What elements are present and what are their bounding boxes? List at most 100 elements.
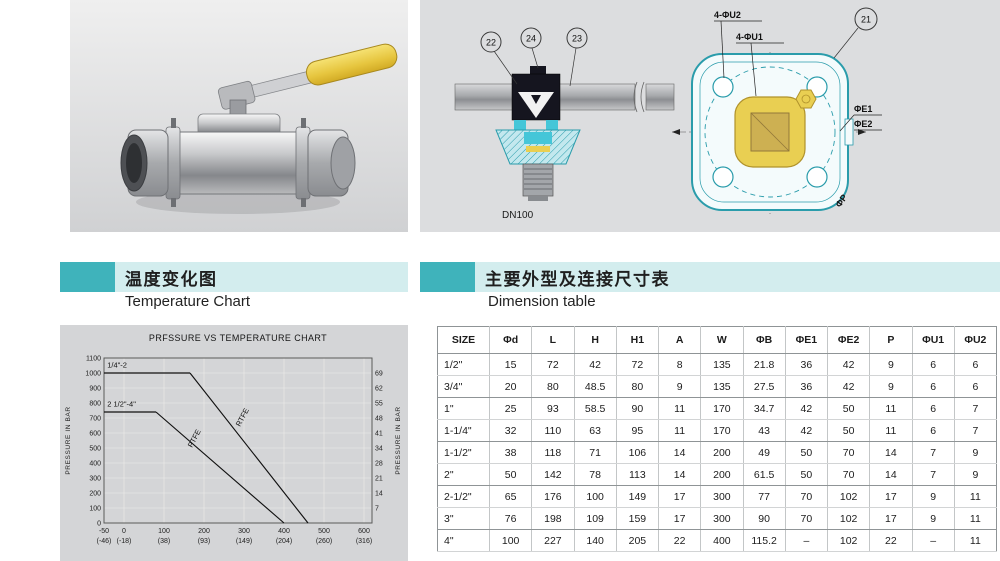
value-cell: 21.8 bbox=[743, 353, 786, 376]
column-header: W bbox=[700, 326, 744, 354]
value-cell: 9 bbox=[912, 507, 955, 530]
column-header: ΦB bbox=[743, 326, 786, 354]
value-cell: 70 bbox=[785, 485, 829, 508]
value-cell: 135 bbox=[700, 375, 744, 398]
value-cell: 58.5 bbox=[574, 397, 617, 420]
value-cell: 9 bbox=[954, 463, 997, 486]
dimension-title-en: Dimension table bbox=[488, 293, 596, 310]
value-cell: 115.2 bbox=[743, 529, 786, 552]
value-cell: 14 bbox=[869, 441, 913, 464]
value-cell: 15 bbox=[489, 353, 533, 376]
value-cell: 109 bbox=[574, 507, 617, 530]
column-header: Φd bbox=[489, 326, 533, 354]
size-cell: 2-1/2" bbox=[437, 485, 490, 508]
value-cell: – bbox=[912, 529, 955, 552]
bolt-hole bbox=[712, 166, 734, 188]
value-cell: 43 bbox=[743, 419, 786, 442]
arrowhead-icon bbox=[858, 129, 866, 135]
y-tick-right: 14 bbox=[375, 491, 383, 498]
value-cell: 400 bbox=[700, 529, 744, 552]
value-cell: 113 bbox=[616, 463, 660, 486]
value-cell: 100 bbox=[489, 529, 533, 552]
value-cell: 80 bbox=[616, 375, 660, 398]
balloon-icon bbox=[480, 31, 502, 53]
x-tick-celsius: (-46) bbox=[97, 538, 112, 545]
series-line bbox=[189, 372, 309, 524]
y-tick-left: 800 bbox=[89, 401, 101, 408]
y-axis-label-left: PRESSURE IN BAR bbox=[65, 406, 72, 474]
svg-text:ΦE2: ΦE2 bbox=[854, 119, 872, 129]
x-tick-celsius: (149) bbox=[236, 538, 252, 545]
svg-text:ΦE1: ΦE1 bbox=[854, 104, 872, 114]
value-cell: 102 bbox=[827, 485, 871, 508]
value-cell: 14 bbox=[658, 441, 702, 464]
column-header: ΦU1 bbox=[912, 326, 955, 354]
value-cell: 300 bbox=[700, 485, 744, 508]
bolt-hole bbox=[712, 76, 734, 98]
value-cell: 70 bbox=[785, 507, 829, 530]
size-cell: 3" bbox=[437, 507, 490, 530]
balloon-icon bbox=[566, 27, 588, 49]
value-cell: 170 bbox=[700, 397, 744, 420]
value-cell: 42 bbox=[574, 353, 617, 376]
value-cell: 93 bbox=[531, 397, 575, 420]
svg-text:4-ΦU2: 4-ΦU2 bbox=[714, 10, 741, 20]
value-cell: 198 bbox=[531, 507, 575, 530]
y-tick-right: 28 bbox=[375, 461, 383, 468]
value-cell: 176 bbox=[531, 485, 575, 508]
side-tab bbox=[844, 118, 854, 146]
column-header: ΦE1 bbox=[785, 326, 829, 354]
size-cell: 3/4" bbox=[437, 375, 490, 398]
value-cell: 70 bbox=[827, 441, 871, 464]
temperature-section-header: 温度变化图 bbox=[60, 262, 408, 292]
x-tick: 500 bbox=[318, 528, 330, 535]
value-cell: 34.7 bbox=[743, 397, 786, 420]
y-tick-left: 500 bbox=[89, 446, 101, 453]
value-cell: 6 bbox=[954, 353, 997, 376]
value-cell: 17 bbox=[658, 507, 702, 530]
y-tick-right: 62 bbox=[375, 386, 383, 393]
value-cell: 200 bbox=[700, 463, 744, 486]
y-tick-left: 600 bbox=[89, 431, 101, 438]
value-cell: 72 bbox=[531, 353, 575, 376]
x-tick: 300 bbox=[238, 528, 250, 535]
value-cell: – bbox=[785, 529, 829, 552]
value-cell: 38 bbox=[489, 441, 533, 464]
x-tick: 200 bbox=[198, 528, 210, 535]
callout-21-number: 21 bbox=[861, 15, 871, 25]
dn100-label: DN100 bbox=[502, 210, 534, 221]
value-cell: 90 bbox=[743, 507, 786, 530]
value-cell: 102 bbox=[827, 529, 871, 552]
column-header: H1 bbox=[616, 326, 660, 354]
value-cell: 42 bbox=[827, 353, 871, 376]
series-line bbox=[155, 411, 285, 524]
value-cell: 11 bbox=[869, 397, 913, 420]
value-cell: 17 bbox=[658, 485, 702, 508]
y-tick-left: 200 bbox=[89, 491, 101, 498]
value-cell: 6 bbox=[912, 419, 955, 442]
value-cell: 205 bbox=[616, 529, 660, 552]
callout-24-number: 24 bbox=[526, 34, 536, 44]
value-cell: 200 bbox=[700, 441, 744, 464]
x-tick: 0 bbox=[122, 528, 126, 535]
y-tick-left: 1100 bbox=[86, 356, 101, 363]
column-header: L bbox=[531, 326, 575, 354]
value-cell: 102 bbox=[827, 507, 871, 530]
x-tick: 400 bbox=[278, 528, 290, 535]
value-cell: 36 bbox=[785, 353, 829, 376]
value-cell: 100 bbox=[574, 485, 617, 508]
handle-grip bbox=[305, 43, 398, 86]
size-cell: 1/2" bbox=[437, 353, 490, 376]
svg-text:4-ΦU1: 4-ΦU1 bbox=[736, 32, 763, 42]
header-accent-block bbox=[60, 262, 115, 292]
valve-top-view: 4-ΦU2 4-ΦU1 21 ΦE1 bbox=[672, 7, 882, 214]
value-cell: 11 bbox=[658, 419, 702, 442]
value-cell: 7 bbox=[912, 441, 955, 464]
technical-drawing-panel: 22 24 23 DN100 bbox=[420, 0, 1000, 232]
